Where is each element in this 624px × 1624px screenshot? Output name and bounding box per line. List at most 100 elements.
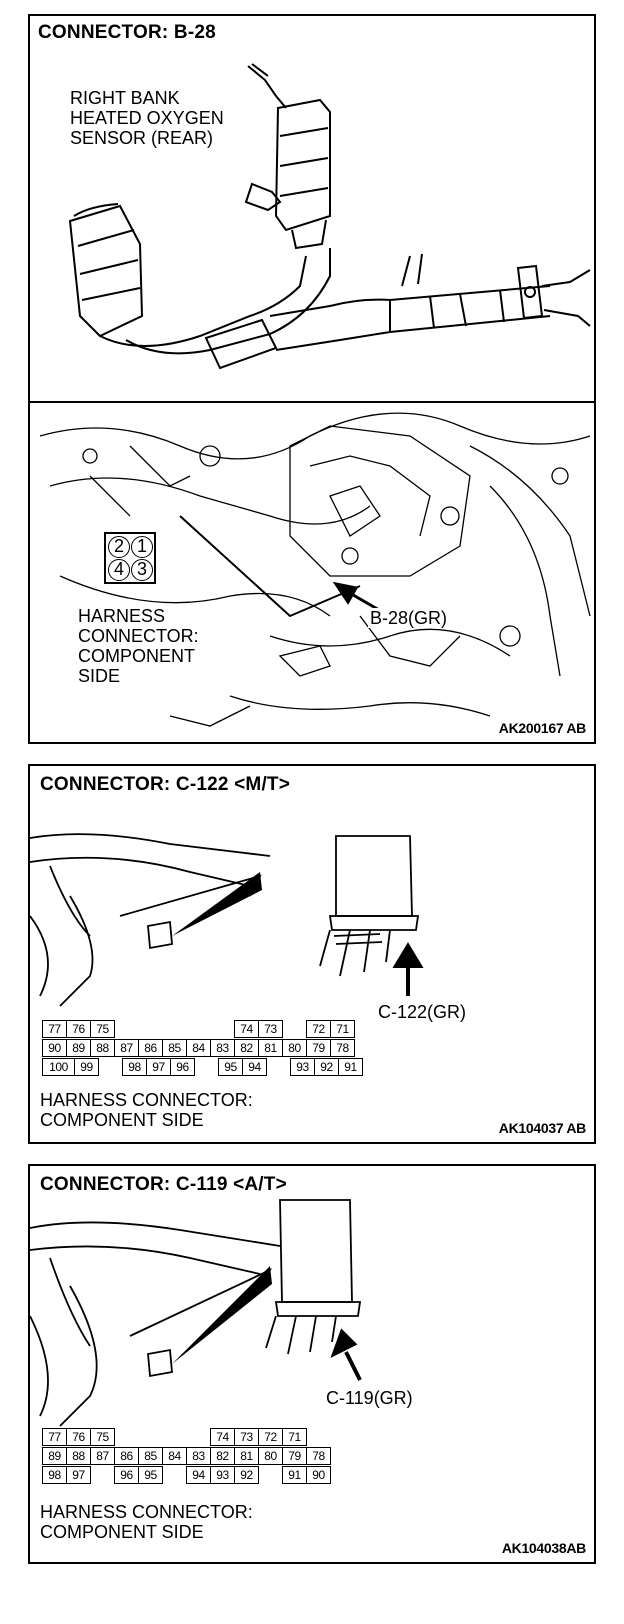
dashboard-illustration <box>30 833 424 1007</box>
connector-pin <box>266 1058 291 1076</box>
connector-pin: 82 <box>234 1039 259 1057</box>
connector-pin: 80 <box>258 1447 283 1465</box>
connector-pin: 75 <box>90 1428 115 1446</box>
connector-pin: 78 <box>330 1039 355 1057</box>
c119-callout: C-119(GR) <box>326 1388 413 1408</box>
connector-pin <box>98 1058 123 1076</box>
connector-pin: 86 <box>114 1447 139 1465</box>
connector-pin: 92 <box>314 1058 339 1076</box>
connector-pin: 89 <box>66 1039 91 1057</box>
connector-pin: 95 <box>138 1466 163 1484</box>
connector-pin: 77 <box>42 1020 67 1038</box>
connector-pin: 74 <box>210 1428 235 1446</box>
connector-pin: 73 <box>258 1020 283 1038</box>
figure-code: AK200167 AB <box>498 720 586 736</box>
connector-pin: 96 <box>114 1466 139 1484</box>
connector-pin: 88 <box>90 1039 115 1057</box>
connector-pin: 91 <box>338 1058 363 1076</box>
pin: 2 <box>108 536 130 558</box>
b28-callout: B-28(GR) <box>368 608 450 628</box>
c122-callout: C-122(GR) <box>378 1002 467 1022</box>
connector-pin <box>258 1466 283 1484</box>
connector-pin: 90 <box>306 1466 331 1484</box>
connector-pin: 72 <box>306 1020 331 1038</box>
connector-pin: 84 <box>162 1447 187 1465</box>
panel-title: CONNECTOR: C-122 <M/T> <box>40 774 291 795</box>
connector-pin: 94 <box>186 1466 211 1484</box>
harness-connector-label: HARNESS CONNECTOR: COMPONENT SIDE <box>40 1090 253 1130</box>
connector-pin: 88 <box>66 1447 91 1465</box>
panel-title: CONNECTOR: B-28 <box>38 22 216 43</box>
connector-pin: 71 <box>282 1428 307 1446</box>
connector-pin: 72 <box>258 1428 283 1446</box>
connector-pin <box>186 1020 211 1038</box>
connector-pin: 100 <box>42 1058 75 1076</box>
connector-pin: 83 <box>210 1039 235 1057</box>
connector-pin: 97 <box>66 1466 91 1484</box>
connector-pin: 74 <box>234 1020 259 1038</box>
connector-pin: 92 <box>234 1466 259 1484</box>
connector-pin <box>138 1428 163 1446</box>
connector-pin: 81 <box>234 1447 259 1465</box>
connector-pin <box>138 1020 163 1038</box>
connector-pin: 93 <box>290 1058 315 1076</box>
sensor-label: RIGHT BANK HEATED OXYGEN SENSOR (REAR) <box>70 88 224 148</box>
pin: 3 <box>131 559 153 581</box>
connector-pin <box>114 1428 139 1446</box>
connector-pin: 97 <box>146 1058 171 1076</box>
pin: 1 <box>131 536 153 558</box>
connector-pin: 71 <box>330 1020 355 1038</box>
connector-pin: 98 <box>42 1466 67 1484</box>
connector-pin: 91 <box>282 1466 307 1484</box>
connector-pin: 99 <box>74 1058 99 1076</box>
connector-pin <box>194 1058 219 1076</box>
connector-pin: 87 <box>114 1039 139 1057</box>
connector-b28-panel: CONNECTOR: B-28 <box>28 14 596 744</box>
connector-pin: 76 <box>66 1020 91 1038</box>
connector-pin: 77 <box>42 1428 67 1446</box>
figure-code: AK104038AB <box>501 1540 586 1556</box>
connector-pin <box>162 1020 187 1038</box>
connector-pin <box>162 1428 187 1446</box>
pin: 4 <box>108 559 130 581</box>
connector-pin: 85 <box>138 1447 163 1465</box>
connector-pin <box>90 1466 115 1484</box>
connector-pin: 90 <box>42 1039 67 1057</box>
connector-pin: 93 <box>210 1466 235 1484</box>
connector-pin: 84 <box>186 1039 211 1057</box>
connector-pin: 73 <box>234 1428 259 1446</box>
connector-pin: 96 <box>170 1058 195 1076</box>
connector-pin: 78 <box>306 1447 331 1465</box>
connector-pin: 95 <box>218 1058 243 1076</box>
connector-pin <box>186 1428 211 1446</box>
connector-pin: 98 <box>122 1058 147 1076</box>
connector-pin: 75 <box>90 1020 115 1038</box>
connector-pin <box>162 1466 187 1484</box>
harness-connector-label: HARNESS CONNECTOR: COMPONENT SIDE <box>76 606 201 686</box>
connector-pin: 80 <box>282 1039 307 1057</box>
exhaust-pipe-illustration <box>68 63 591 370</box>
connector-pin: 85 <box>162 1039 187 1057</box>
connector-pin: 87 <box>90 1447 115 1465</box>
engine-bay-illustration <box>30 401 594 727</box>
harness-connector-label: HARNESS CONNECTOR: COMPONENT SIDE <box>40 1502 253 1542</box>
connector-pin: 86 <box>138 1039 163 1057</box>
b28-connector-face: 2 1 4 3 <box>104 532 156 584</box>
connector-pin: 94 <box>242 1058 267 1076</box>
connector-pin: 83 <box>186 1447 211 1465</box>
connector-pin <box>114 1020 139 1038</box>
connector-pin <box>210 1020 235 1038</box>
dashboard-illustration <box>30 1199 362 1427</box>
connector-pin: 89 <box>42 1447 67 1465</box>
panel-title: CONNECTOR: C-119 <A/T> <box>40 1174 287 1195</box>
connector-pin: 76 <box>66 1428 91 1446</box>
figure-code: AK104037 AB <box>498 1120 587 1136</box>
connector-pin <box>282 1020 307 1038</box>
connector-pin: 79 <box>306 1039 331 1057</box>
connector-pin: 79 <box>282 1447 307 1465</box>
connector-pin: 81 <box>258 1039 283 1057</box>
